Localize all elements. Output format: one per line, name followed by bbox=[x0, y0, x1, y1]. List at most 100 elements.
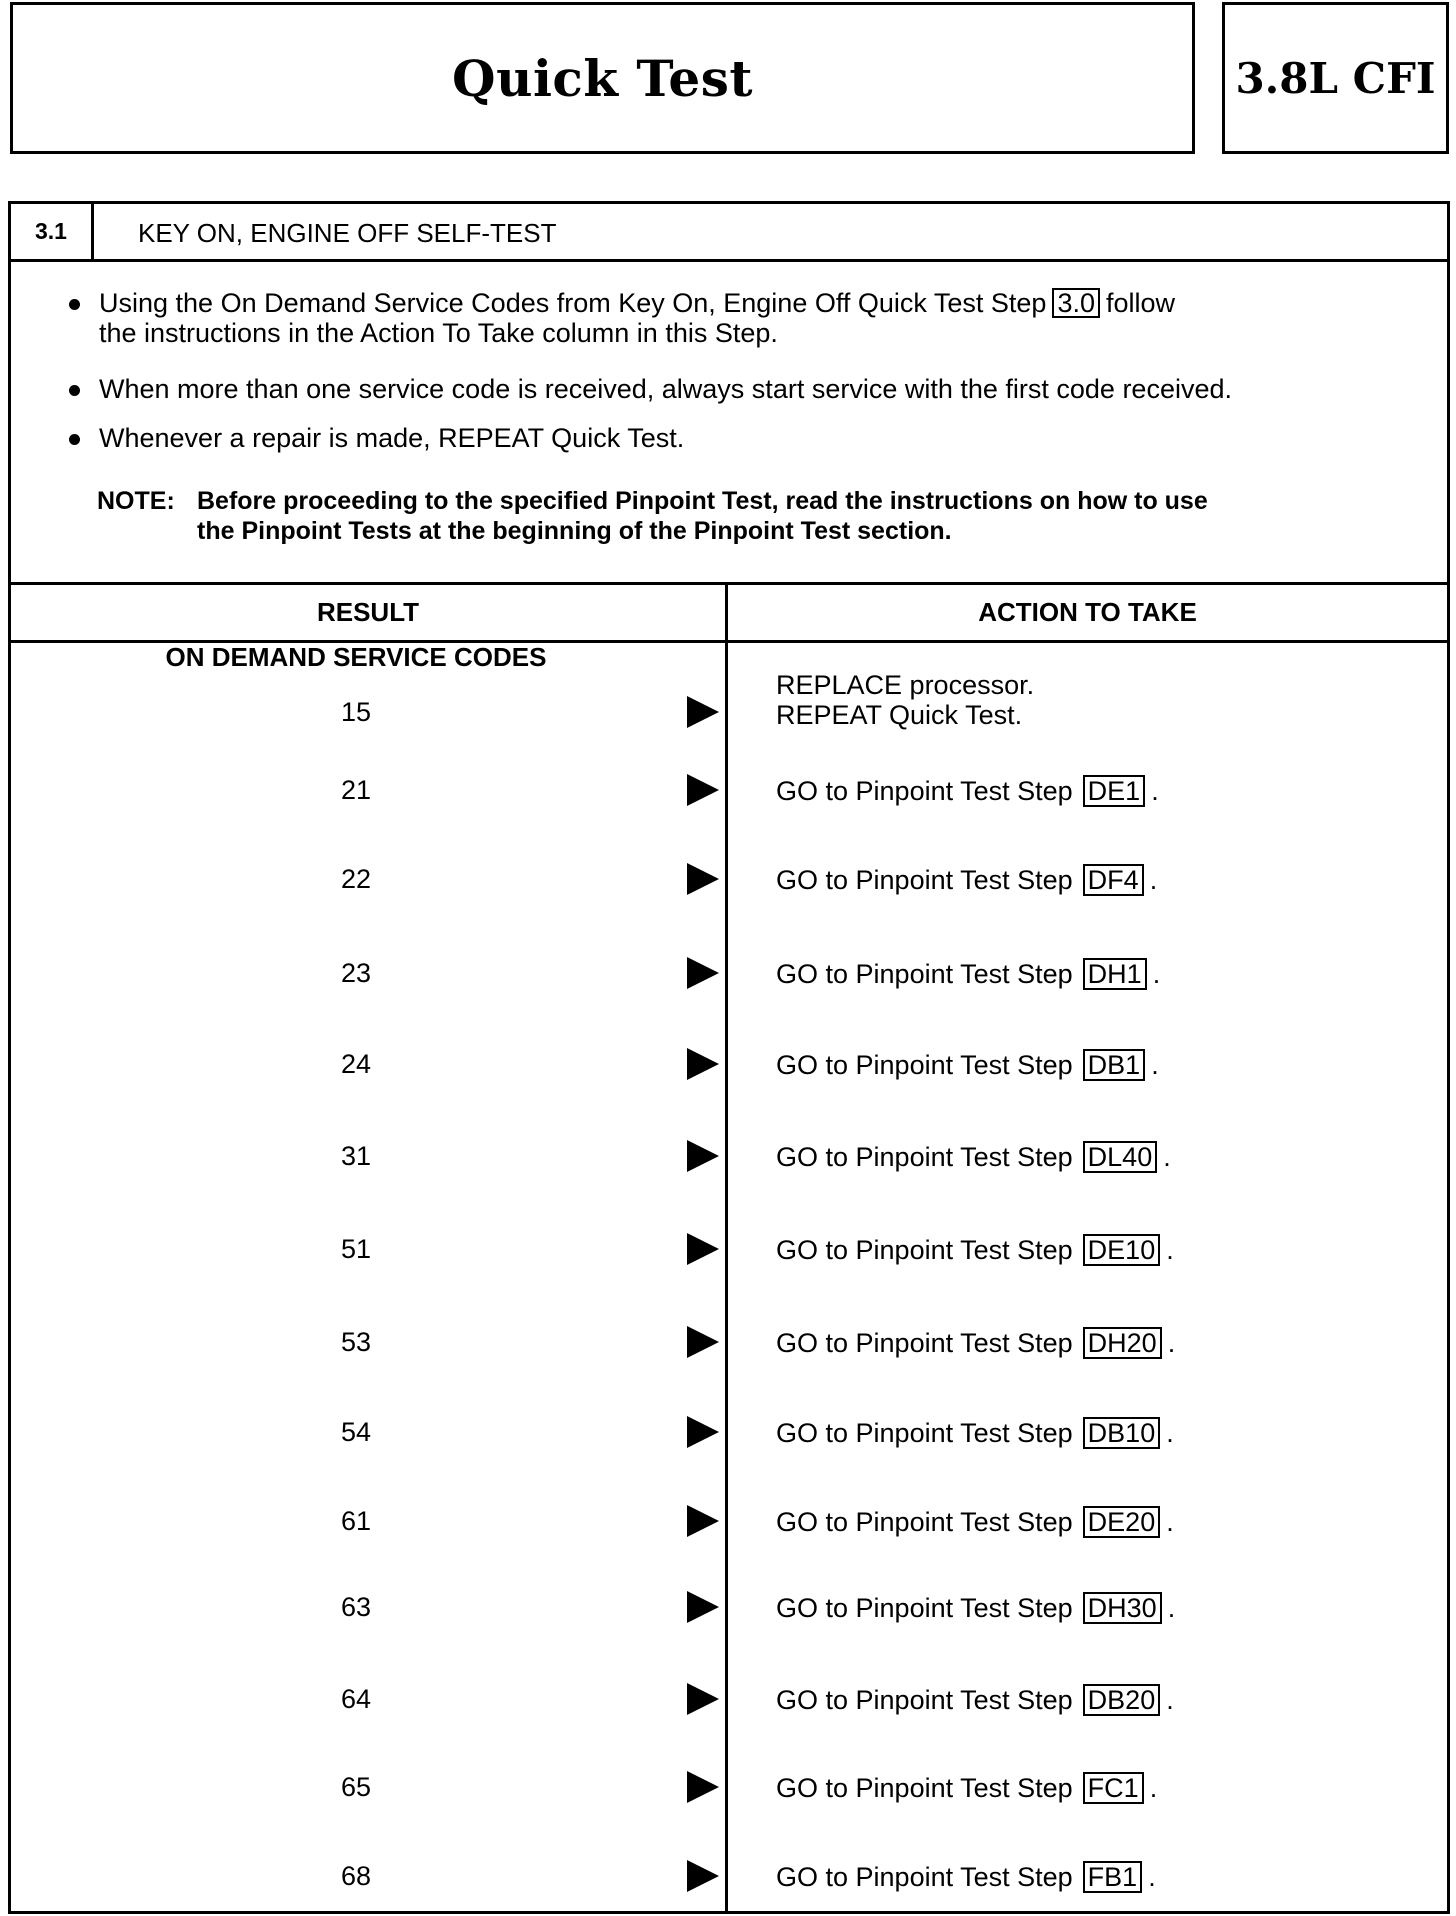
pinpoint-step-reference: DE1 bbox=[1082, 775, 1146, 807]
action-text: GO to Pinpoint Test Step DB20. bbox=[776, 1684, 1174, 1716]
period: . bbox=[1152, 959, 1161, 989]
period: . bbox=[1167, 1593, 1176, 1623]
service-code: 23 bbox=[340, 958, 372, 988]
action-prefix: GO to Pinpoint Test Step bbox=[776, 1050, 1073, 1080]
action-prefix: GO to Pinpoint Test Step bbox=[776, 1235, 1073, 1265]
period: . bbox=[1151, 1050, 1159, 1080]
service-code: 24 bbox=[340, 1049, 372, 1079]
arrow-right-icon bbox=[687, 1591, 719, 1623]
service-code: 54 bbox=[340, 1417, 372, 1447]
action-line: REPLACE processor. bbox=[776, 670, 1035, 700]
arrow-right-icon bbox=[687, 1326, 719, 1358]
note-label: NOTE: bbox=[97, 487, 175, 515]
pinpoint-step-reference: DE20 bbox=[1082, 1506, 1161, 1538]
arrow-right-icon bbox=[687, 1048, 719, 1080]
arrow-right-icon bbox=[687, 1233, 719, 1265]
action-prefix: GO to Pinpoint Test Step bbox=[776, 959, 1073, 989]
arrow-right-icon bbox=[687, 863, 719, 895]
action-text: GO to Pinpoint Test Step DB1. bbox=[776, 1049, 1159, 1081]
table-row: 68 GO to Pinpoint Test Step FB1. bbox=[11, 1856, 1447, 1896]
service-code: 68 bbox=[340, 1861, 372, 1891]
period: . bbox=[1149, 865, 1158, 895]
bullet-text: When more than one service code is recei… bbox=[99, 374, 1232, 404]
action-prefix: GO to Pinpoint Test Step bbox=[776, 1328, 1073, 1358]
table-row: 21 GO to Pinpoint Test Step DE1. bbox=[11, 770, 1447, 810]
column-header-result: RESULT bbox=[316, 597, 420, 627]
action-text: GO to Pinpoint Test Step FC1. bbox=[776, 1772, 1157, 1804]
service-code: 31 bbox=[340, 1141, 372, 1171]
action-text: GO to Pinpoint Test Step DH1. bbox=[776, 958, 1160, 990]
step-title: KEY ON, ENGINE OFF SELF-TEST bbox=[138, 218, 557, 248]
table-header: RESULT ACTION TO TAKE bbox=[11, 582, 1447, 643]
pinpoint-step-reference: DH1 bbox=[1082, 958, 1147, 990]
column-header-action: ACTION TO TAKE bbox=[978, 597, 1197, 627]
action-prefix: GO to Pinpoint Test Step bbox=[776, 1685, 1073, 1715]
period: . bbox=[1151, 776, 1159, 806]
service-code: 53 bbox=[340, 1327, 372, 1357]
service-code: 51 bbox=[340, 1234, 372, 1264]
arrow-right-icon bbox=[687, 1416, 719, 1448]
instructions: Using the On Demand Service Codes from K… bbox=[11, 262, 1447, 582]
pinpoint-step-reference: DB1 bbox=[1082, 1049, 1146, 1081]
bullet-text: Whenever a repair is made, REPEAT Quick … bbox=[99, 423, 685, 453]
table-row: 15 REPLACE processor.REPEAT Quick Test. bbox=[11, 670, 1447, 732]
bullet-text: the instructions in the Action To Take c… bbox=[99, 318, 778, 348]
action-prefix: GO to Pinpoint Test Step bbox=[776, 1862, 1073, 1892]
period: . bbox=[1166, 1418, 1174, 1448]
arrow-right-icon bbox=[687, 774, 719, 806]
arrow-right-icon bbox=[687, 1771, 719, 1803]
table-row: 24 GO to Pinpoint Test Step DB1. bbox=[11, 1044, 1447, 1084]
arrow-right-icon bbox=[687, 1683, 719, 1715]
table-row: 54 GO to Pinpoint Test Step DB10. bbox=[11, 1412, 1447, 1452]
pinpoint-step-reference: DB10 bbox=[1082, 1417, 1161, 1449]
arrow-right-icon bbox=[687, 696, 719, 728]
action-prefix: GO to Pinpoint Test Step bbox=[776, 865, 1073, 895]
action-text: GO to Pinpoint Test Step DE1. bbox=[776, 775, 1159, 807]
action-line: REPEAT Quick Test. bbox=[776, 700, 1023, 730]
table-row: 64 GO to Pinpoint Test Step DB20. bbox=[11, 1679, 1447, 1719]
codes-title: ON DEMAND SERVICE CODES bbox=[165, 642, 547, 672]
pinpoint-step-reference: FC1 bbox=[1082, 1772, 1144, 1804]
table-row: 23 GO to Pinpoint Test Step DH1. bbox=[11, 953, 1447, 993]
service-code: 21 bbox=[340, 775, 372, 805]
action-text: REPLACE processor.REPEAT Quick Test. bbox=[776, 670, 1034, 730]
bullet-text: Using the On Demand Service Codes from K… bbox=[99, 288, 1047, 318]
service-code: 64 bbox=[340, 1684, 372, 1714]
action-prefix: GO to Pinpoint Test Step bbox=[776, 1142, 1073, 1172]
bullet-dot-icon bbox=[69, 434, 80, 445]
action-prefix: GO to Pinpoint Test Step bbox=[776, 776, 1073, 806]
period: . bbox=[1163, 1142, 1171, 1172]
action-text: GO to Pinpoint Test Step DB10. bbox=[776, 1417, 1174, 1449]
engine-model-label: 3.8L CFI bbox=[1235, 53, 1436, 103]
arrow-right-icon bbox=[687, 1140, 719, 1172]
note-text: Before proceeding to the specified Pinpo… bbox=[197, 487, 1208, 515]
result-rows: 15 REPLACE processor.REPEAT Quick Test. 21… bbox=[11, 204, 1447, 1911]
period: . bbox=[1166, 1685, 1174, 1715]
arrow-right-icon bbox=[687, 1860, 719, 1892]
model-box: 3.8L CFI bbox=[1222, 2, 1449, 154]
service-code: 63 bbox=[340, 1592, 372, 1622]
period: . bbox=[1167, 1328, 1176, 1358]
arrow-right-icon bbox=[687, 1505, 719, 1537]
service-code: 22 bbox=[340, 864, 372, 894]
period: . bbox=[1148, 1862, 1156, 1892]
action-prefix: GO to Pinpoint Test Step bbox=[776, 1773, 1073, 1803]
service-code: 15 bbox=[340, 697, 372, 727]
action-prefix: GO to Pinpoint Test Step bbox=[776, 1593, 1073, 1623]
period: . bbox=[1149, 1773, 1158, 1803]
pinpoint-step-reference: FB1 bbox=[1082, 1861, 1143, 1893]
action-prefix: GO to Pinpoint Test Step bbox=[776, 1418, 1073, 1448]
arrow-right-icon bbox=[687, 957, 719, 989]
period: . bbox=[1166, 1507, 1174, 1537]
pinpoint-step-reference: DB20 bbox=[1082, 1684, 1161, 1716]
pinpoint-step-reference: DE10 bbox=[1082, 1234, 1161, 1266]
bullet-dot-icon bbox=[69, 385, 80, 396]
